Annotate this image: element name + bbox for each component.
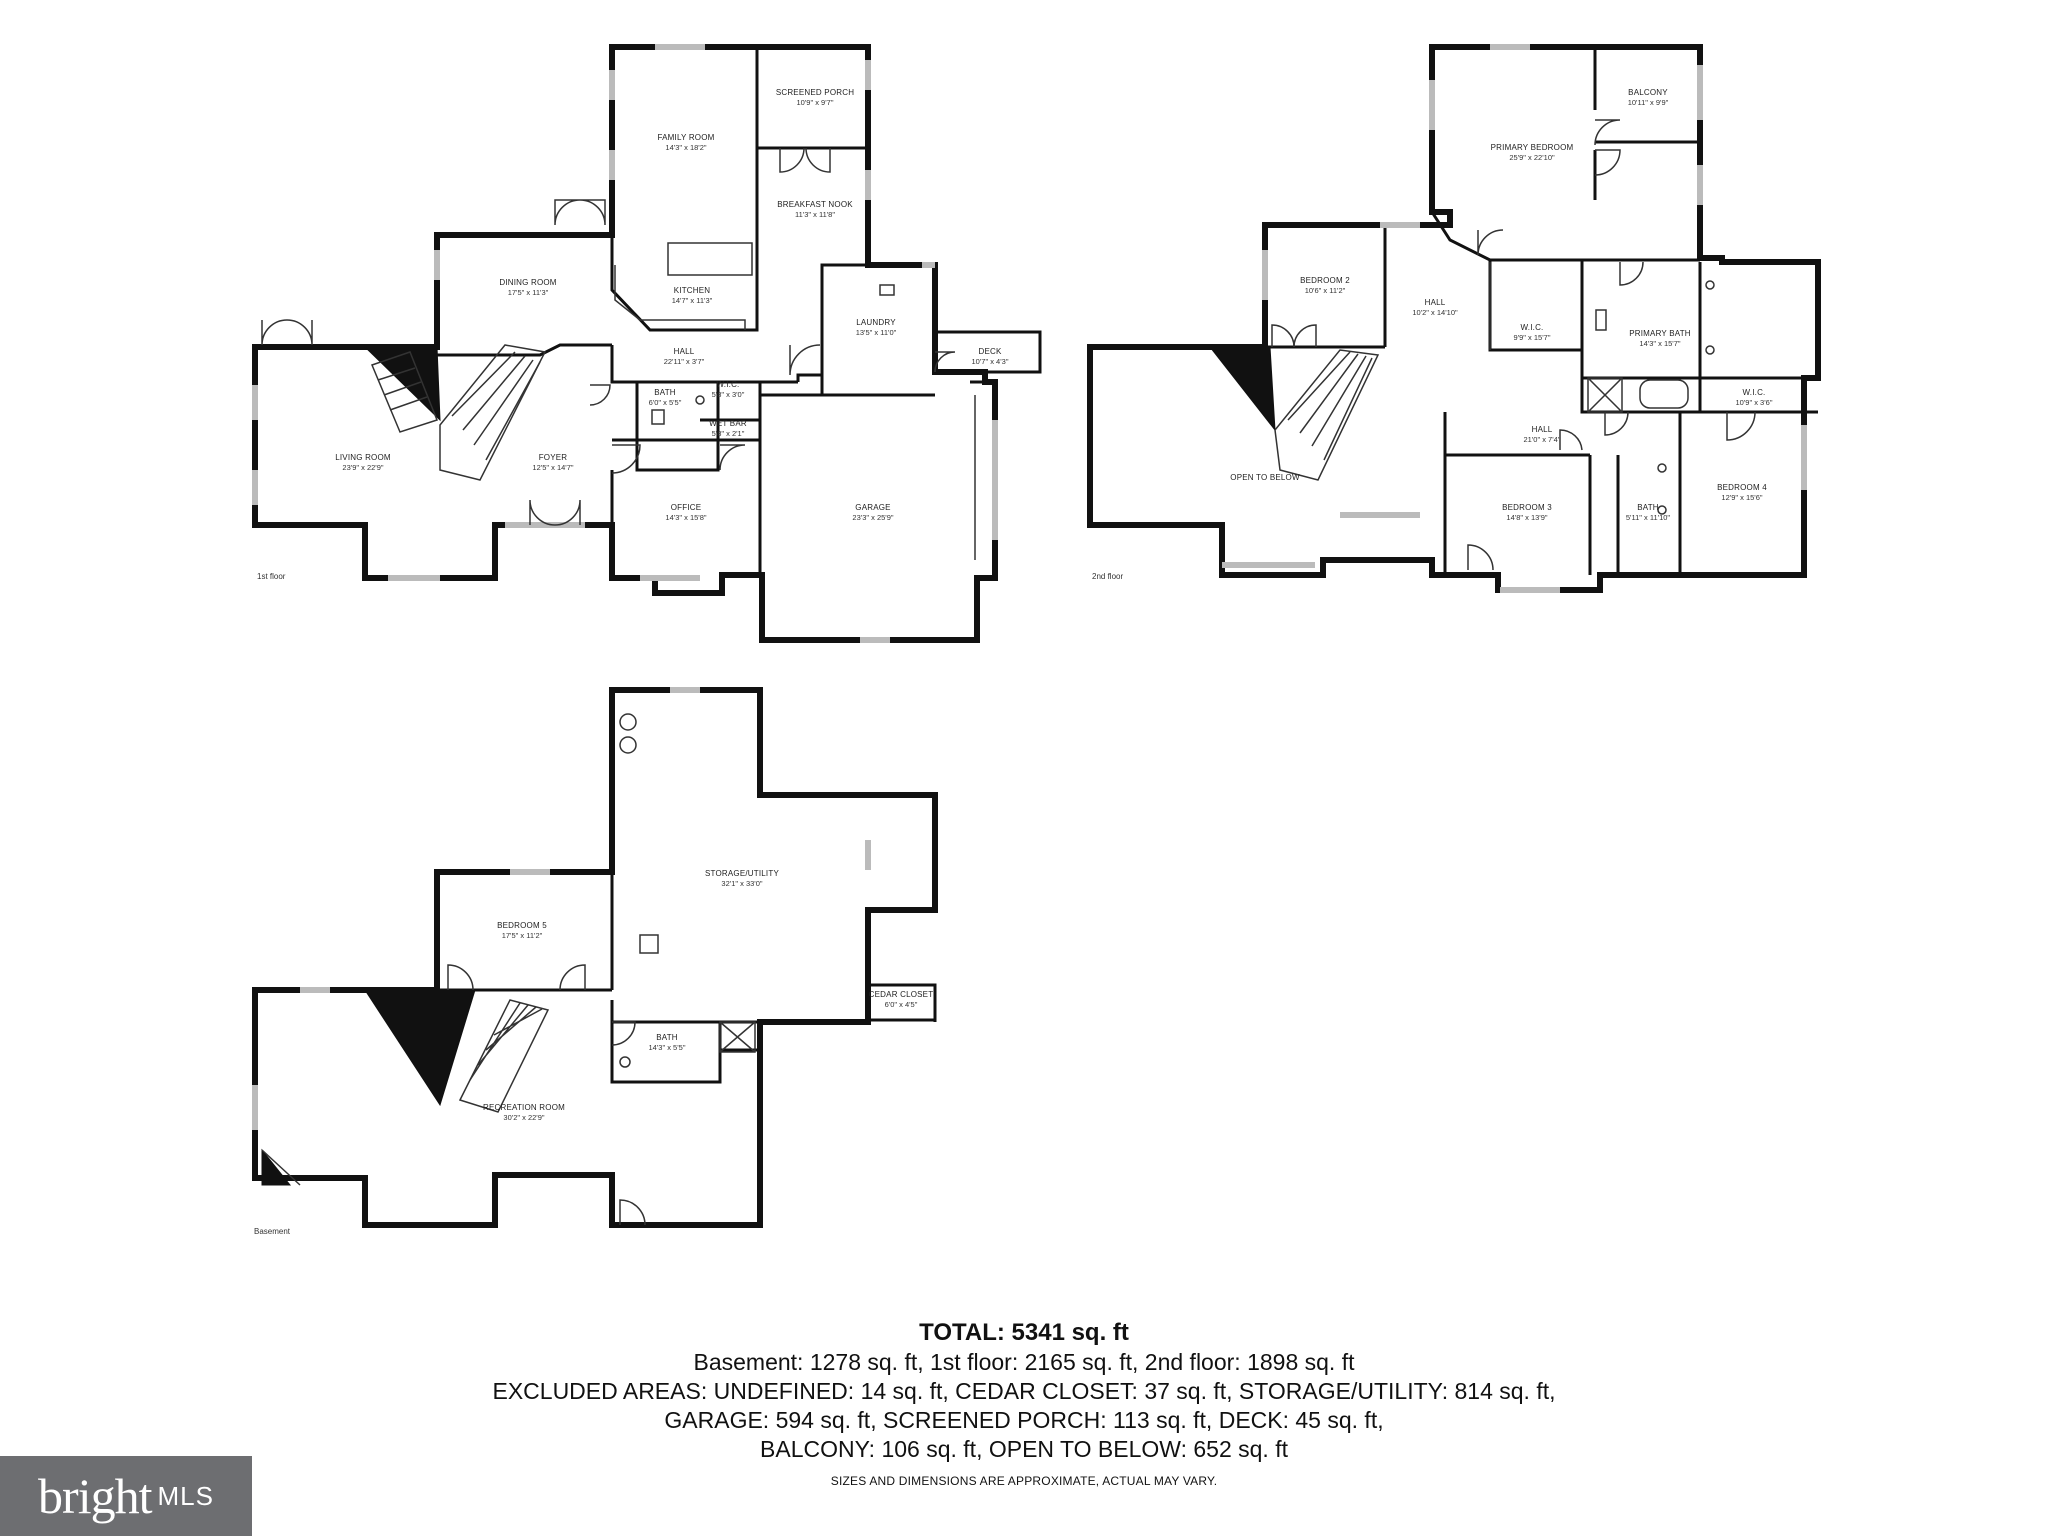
basement-room-dim-storage-utility: 32'1" x 33'0": [721, 879, 762, 888]
kitchen-island: [667, 242, 753, 276]
second-room-dim-bedroom-3: 14'8" x 13'9": [1506, 513, 1547, 522]
deck-outline: [935, 330, 1042, 374]
second-room-dim-w-i-c: 9'9" x 15'7": [1514, 333, 1551, 342]
first-room-name-garage: GARAGE: [855, 503, 890, 512]
basement-room-dim-bath: 14'3" x 5'5": [649, 1043, 686, 1052]
first-room-name-laundry: LAUNDRY: [856, 318, 896, 327]
second-room-dim-bedroom-2: 10'6" x 11'2": [1305, 286, 1346, 295]
first-room-dim-screened-porch: 10'9" x 9'7": [797, 98, 834, 107]
total-area: TOTAL: 5341 sq. ft: [919, 1319, 1129, 1346]
cedar-closet: [866, 983, 937, 1022]
second-room-name-primary-bath: PRIMARY BATH: [1629, 329, 1691, 338]
basement-room-name-recreation-room: RECREATION ROOM: [483, 1103, 565, 1112]
first-floor-outer-wall: [252, 44, 998, 643]
second-room-dim-balcony: 10'11" x 9'9": [1628, 98, 1669, 107]
first-room-name-office: OFFICE: [671, 503, 702, 512]
basement-staircase: [458, 999, 550, 1113]
second-room-name-hall: HALL: [1425, 298, 1446, 307]
second-room-name-w-i-c: W.I.C.: [1743, 388, 1766, 397]
second-floor-outer-wall: [1087, 44, 1821, 593]
second-room-dim-bath: 5'11" x 11'10": [1626, 513, 1671, 522]
first-room-dim-hall: 22'11" x 3'7": [664, 357, 705, 366]
second-floor-staircase: [1274, 349, 1380, 481]
basement-room-name-bedroom-5: BEDROOM 5: [497, 921, 547, 930]
first-room-dim-garage: 23'3" x 25'9": [852, 513, 893, 522]
first-room-dim-office: 14'3" x 15'8": [665, 513, 706, 522]
first-room-name-dining-room: DINING ROOM: [499, 278, 556, 287]
second-floor-stair-void: [1208, 346, 1276, 432]
excluded-areas-line-2: GARAGE: 594 sq. ft, SCREENED PORCH: 113 …: [664, 1407, 1384, 1433]
first-room-name-deck: DECK: [978, 347, 1001, 356]
first-room-name-kitchen: KITCHEN: [674, 286, 711, 295]
excluded-areas-line-1: EXCLUDED AREAS: UNDEFINED: 14 sq. ft, CE…: [492, 1378, 1556, 1404]
area-summary: TOTAL: 5341 sq. ft Basement: 1278 sq. ft…: [0, 1318, 2048, 1488]
second-room-name-bedroom-2: BEDROOM 2: [1300, 276, 1350, 285]
first-floor-label: 1st floor: [257, 572, 286, 581]
basement-room-name-cedar-closet: CEDAR CLOSET: [869, 990, 934, 999]
first-room-dim-dining-room: 17'5" x 11'3": [508, 288, 549, 297]
second-room-name-open-to-below: OPEN TO BELOW: [1230, 473, 1300, 482]
second-room-dim-hall: 21'0" x 7'4": [1524, 435, 1561, 444]
first-room-dim-foyer: 12'5" x 14'7": [532, 463, 573, 472]
floor-areas-line: Basement: 1278 sq. ft, 1st floor: 2165 s…: [693, 1349, 1355, 1375]
basement-floor-label: Basement: [254, 1227, 291, 1236]
first-room-dim-living-room: 23'9" x 22'9": [342, 463, 383, 472]
basement-room-name-bath: BATH: [656, 1033, 678, 1042]
first-room-name-wet-bar: WET BAR: [709, 419, 747, 428]
second-room-name-primary-bedroom: PRIMARY BEDROOM: [1491, 143, 1574, 152]
basement-room-dim-bedroom-5: 17'5" x 11'2": [502, 931, 543, 940]
basement-room-dim-cedar-closet: 6'0" x 4'5": [885, 1000, 918, 1009]
second-room-name-bedroom-4: BEDROOM 4: [1717, 483, 1767, 492]
second-room-name-w-i-c: W.I.C.: [1521, 323, 1544, 332]
first-room-dim-bath: 6'0" x 5'5": [649, 398, 682, 407]
second-room-name-bath: BATH: [1637, 503, 1659, 512]
bright-mls-logo: bright MLS: [0, 1456, 252, 1536]
first-room-name-family-room: FAMILY ROOM: [657, 133, 714, 142]
second-room-dim-primary-bedroom: 25'9" x 22'10": [1509, 153, 1555, 162]
second-room-name-balcony: BALCONY: [1628, 88, 1668, 97]
second-floor-label: 2nd floor: [1092, 572, 1123, 581]
first-room-dim-deck: 10'7" x 4'3": [972, 357, 1009, 366]
first-room-dim-breakfast-nook: 11'3" x 11'8": [795, 210, 835, 219]
first-room-name-screened-porch: SCREENED PORCH: [776, 88, 854, 97]
logo-suffix: MLS: [157, 1480, 214, 1511]
basement-room-dim-recreation-room: 30'2" x 22'9": [503, 1113, 544, 1122]
basement-room-name-storage-utility: STORAGE/UTILITY: [705, 869, 779, 878]
first-room-dim-family-room: 14'3" x 18'2": [665, 143, 706, 152]
logo-brand: bright: [38, 1468, 152, 1524]
excluded-areas-line-3: BALCONY: 106 sq. ft, OPEN TO BELOW: 652 …: [760, 1436, 1288, 1462]
first-room-name-living-room: LIVING ROOM: [335, 453, 391, 462]
first-room-name-bath: BATH: [654, 388, 676, 397]
first-room-name-breakfast-nook: BREAKFAST NOOK: [777, 200, 853, 209]
first-floor-stair-void: [363, 346, 441, 422]
first-room-name-w-i-c: W.I.C.: [717, 380, 740, 389]
disclaimer: SIZES AND DIMENSIONS ARE APPROXIMATE, AC…: [830, 1474, 1218, 1488]
first-room-dim-w-i-c: 5'8" x 3'0": [712, 390, 745, 399]
first-room-name-hall: HALL: [674, 347, 695, 356]
basement-outer-wall: [252, 687, 938, 1228]
first-room-dim-kitchen: 14'7" x 11'3": [672, 296, 713, 305]
first-room-dim-laundry: 13'5" x 11'0": [856, 328, 897, 337]
first-room-name-foyer: FOYER: [539, 453, 568, 462]
second-room-dim-w-i-c: 10'9" x 3'6": [1736, 398, 1773, 407]
second-room-dim-primary-bath: 14'3" x 15'7": [1639, 339, 1680, 348]
second-room-name-hall: HALL: [1532, 425, 1553, 434]
first-floor-staircase: [370, 344, 547, 481]
second-room-dim-bedroom-4: 12'9" x 15'6": [1721, 493, 1762, 502]
first-room-dim-wet-bar: 5'8" x 2'1": [712, 429, 745, 438]
second-room-dim-hall: 10'2" x 14'10": [1412, 308, 1458, 317]
basement-stair-void: [364, 989, 476, 1107]
second-room-name-bedroom-3: BEDROOM 3: [1502, 503, 1552, 512]
